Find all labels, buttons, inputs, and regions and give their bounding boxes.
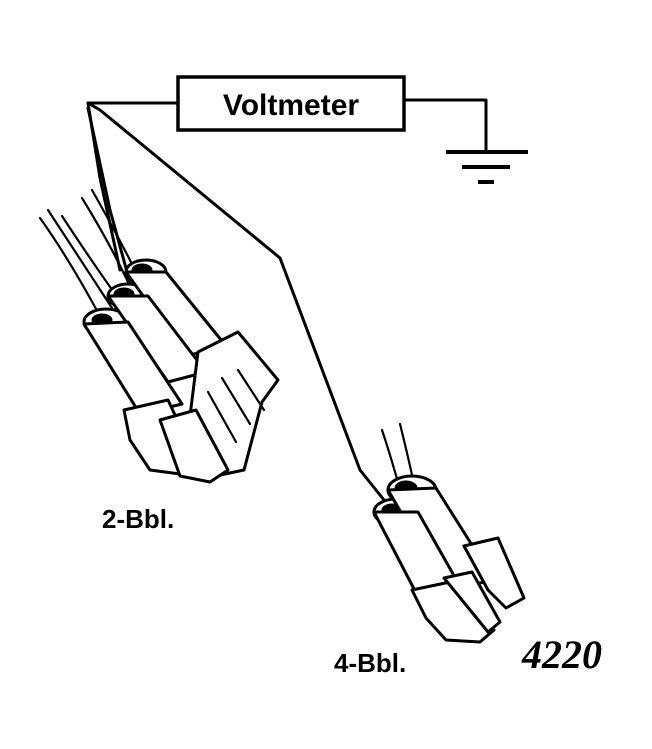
label-2bbl: 2-Bbl. bbox=[102, 504, 174, 534]
connector-4bbl bbox=[372, 422, 526, 644]
test-leads bbox=[86, 101, 394, 512]
connector-2bbl bbox=[38, 188, 280, 484]
ground-symbol bbox=[402, 98, 528, 184]
label-4bbl: 4-Bbl. bbox=[334, 648, 406, 678]
voltmeter-label: Voltmeter bbox=[223, 89, 359, 122]
figure-number: 4220 bbox=[521, 632, 602, 677]
voltmeter: Voltmeter bbox=[176, 75, 406, 132]
